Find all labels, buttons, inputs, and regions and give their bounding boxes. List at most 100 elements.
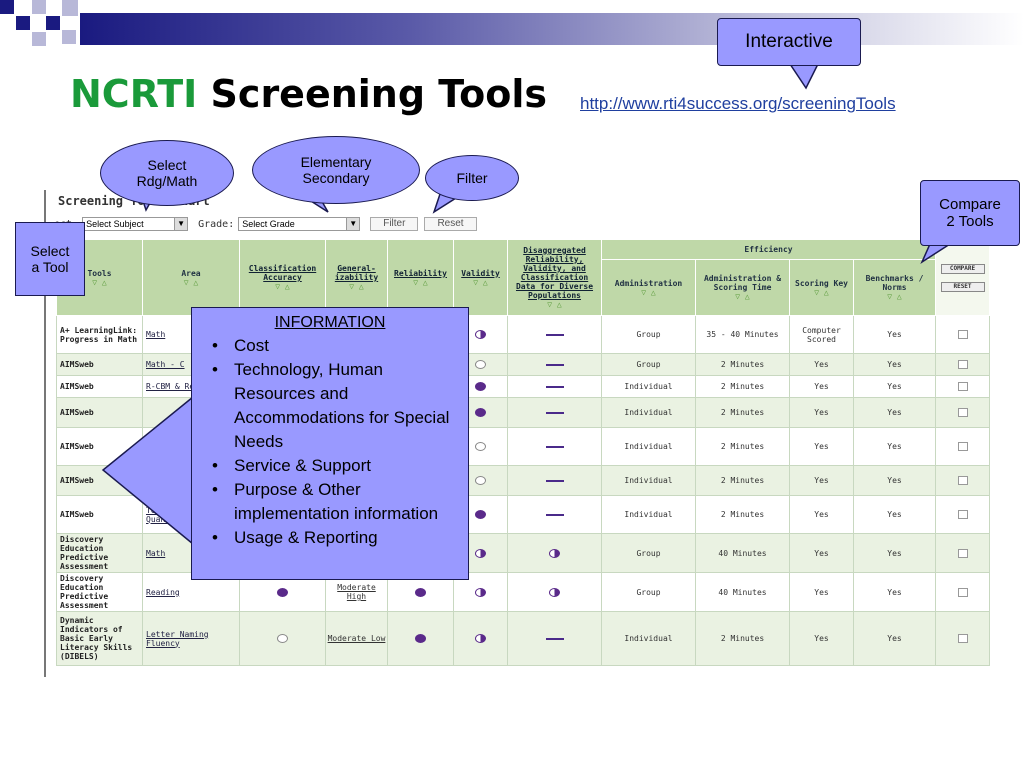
dash-icon <box>545 363 564 366</box>
information-heading: INFORMATION <box>274 314 386 331</box>
tool-name: Discovery Education Predictive Assessmen… <box>56 533 143 573</box>
half-circle-icon <box>549 587 560 597</box>
compare-checkbox[interactable] <box>957 442 968 451</box>
tool-name: A+ LearningLink: Progress in Math <box>56 315 143 354</box>
cell <box>507 465 602 496</box>
title-screening-tools: Screening Tools <box>210 72 548 116</box>
tool-name: AIMSweb <box>56 375 143 398</box>
filter-button[interactable]: Filter <box>370 217 419 231</box>
full-circle-icon <box>277 587 288 597</box>
cell-key: Yes <box>789 495 854 534</box>
header-area[interactable]: Area▽ △ <box>142 239 240 316</box>
header-scoring-key[interactable]: Scoring Key▽ △ <box>789 259 854 316</box>
cell <box>387 611 454 666</box>
header-classification-accuracy[interactable]: Classification Accuracy▽ △ <box>239 239 326 316</box>
tool-name: Discovery Education Predictive Assessmen… <box>56 572 143 612</box>
header-benchmarks-norms[interactable]: Benchmarks / Norms▽ △ <box>853 259 936 316</box>
reset-compare-button[interactable]: RESET <box>940 281 985 292</box>
cell <box>507 495 602 534</box>
interactive-callout: Interactive <box>717 18 861 66</box>
header-generalizability[interactable]: General-izability▽ △ <box>325 239 388 316</box>
cell-admin: Individual <box>601 611 696 666</box>
cell-time: 35 - 40 Minutes <box>695 315 790 354</box>
cell <box>239 611 326 666</box>
header-efficiency: Efficiency <box>601 239 936 260</box>
sort-arrows-icon: ▽ △ <box>547 300 562 309</box>
full-circle-icon <box>475 510 486 519</box>
cell-key: Yes <box>789 427 854 466</box>
header-admin-scoring-time[interactable]: Administration & Scoring Time▽ △ <box>695 259 790 316</box>
compare-cell <box>935 495 990 534</box>
full-circle-icon <box>475 382 486 391</box>
header-disaggregated[interactable]: Disaggregated Reliability, Validity, and… <box>507 239 602 316</box>
cell-time: 2 Minutes <box>695 375 790 398</box>
compare-checkbox[interactable] <box>957 548 968 558</box>
select-tool-callout: Select a Tool <box>15 222 85 296</box>
elementary-secondary-callout: Elementary Secondary <box>252 136 420 204</box>
filter-callout: Filter <box>425 155 519 201</box>
header-validity[interactable]: Validity▽ △ <box>453 239 508 316</box>
area-link[interactable]: Letter Naming Fluency <box>142 611 240 666</box>
information-item: Usage & Reporting <box>202 526 458 550</box>
information-item: Service & Support <box>202 454 458 478</box>
decor-square <box>46 16 60 30</box>
half-circle-icon <box>475 330 486 339</box>
compare-tools-callout: Compare 2 Tools <box>920 180 1020 246</box>
sort-arrows-icon: ▽ △ <box>814 287 829 297</box>
cell-time: 2 Minutes <box>695 397 790 428</box>
compare-checkbox[interactable] <box>957 382 968 391</box>
cell-time: 2 Minutes <box>695 465 790 496</box>
cell <box>507 572 602 612</box>
information-box: INFORMATION Cost Technology, Human Resou… <box>191 307 469 580</box>
screening-chart-screenshot: Screening Tools Chart ect: Select Subjec… <box>44 190 990 677</box>
dash-icon <box>545 445 564 448</box>
reset-button[interactable]: Reset <box>424 217 477 231</box>
header-reliability[interactable]: Reliability▽ △ <box>387 239 454 316</box>
compare-checkbox[interactable] <box>957 476 968 485</box>
compare-cell <box>935 375 990 398</box>
cell-bench: Yes <box>853 397 936 428</box>
full-circle-icon <box>475 408 486 417</box>
compare-checkbox[interactable] <box>957 330 968 339</box>
full-circle-icon <box>415 634 426 643</box>
decor-square <box>62 0 78 16</box>
full-circle-icon <box>415 587 426 597</box>
cell: Moderate Low <box>325 611 388 666</box>
cell-bench: Yes <box>853 427 936 466</box>
dash-icon <box>545 411 564 414</box>
cell <box>453 611 508 666</box>
compare-checkbox[interactable] <box>957 634 968 643</box>
compare-checkbox[interactable] <box>957 587 968 597</box>
screening-tools-link[interactable]: http://www.rti4success.org/screeningTool… <box>580 94 896 113</box>
cell-admin: Individual <box>601 375 696 398</box>
cell-key: Yes <box>789 353 854 376</box>
cell <box>507 427 602 466</box>
sort-arrows-icon: ▽ △ <box>887 292 902 301</box>
cell-bench: Yes <box>853 533 936 573</box>
cell-time: 2 Minutes <box>695 353 790 376</box>
grade-label: Grade: <box>198 218 235 230</box>
compare-checkbox[interactable] <box>957 510 968 519</box>
decor-square <box>16 16 30 30</box>
grade-select[interactable]: Select Grade▼ <box>238 217 361 231</box>
cell <box>507 611 602 666</box>
sort-arrows-icon: ▽ △ <box>349 282 364 291</box>
header-administration[interactable]: Administration▽ △ <box>601 259 696 316</box>
cell-bench: Yes <box>853 375 936 398</box>
sort-arrows-icon: ▽ △ <box>275 282 290 291</box>
compare-cell <box>935 533 990 573</box>
dash-icon <box>545 333 564 336</box>
cell-key: Yes <box>789 465 854 496</box>
sort-arrows-icon: ▽ △ <box>735 292 750 301</box>
sort-arrows-icon: ▽ △ <box>92 277 107 287</box>
filter-row: ect: Select Subject▼ Grade: Select Grade… <box>54 217 477 231</box>
cell-admin: Group <box>601 533 696 573</box>
compare-cell <box>935 353 990 376</box>
compare-button[interactable]: COMPARE <box>940 263 985 274</box>
cell-time: 40 Minutes <box>695 572 790 612</box>
sort-arrows-icon: ▽ △ <box>641 287 656 297</box>
tool-name: AIMSweb <box>56 353 143 376</box>
subject-select[interactable]: Select Subject▼ <box>82 217 189 231</box>
compare-checkbox[interactable] <box>957 360 968 369</box>
compare-checkbox[interactable] <box>957 408 968 417</box>
